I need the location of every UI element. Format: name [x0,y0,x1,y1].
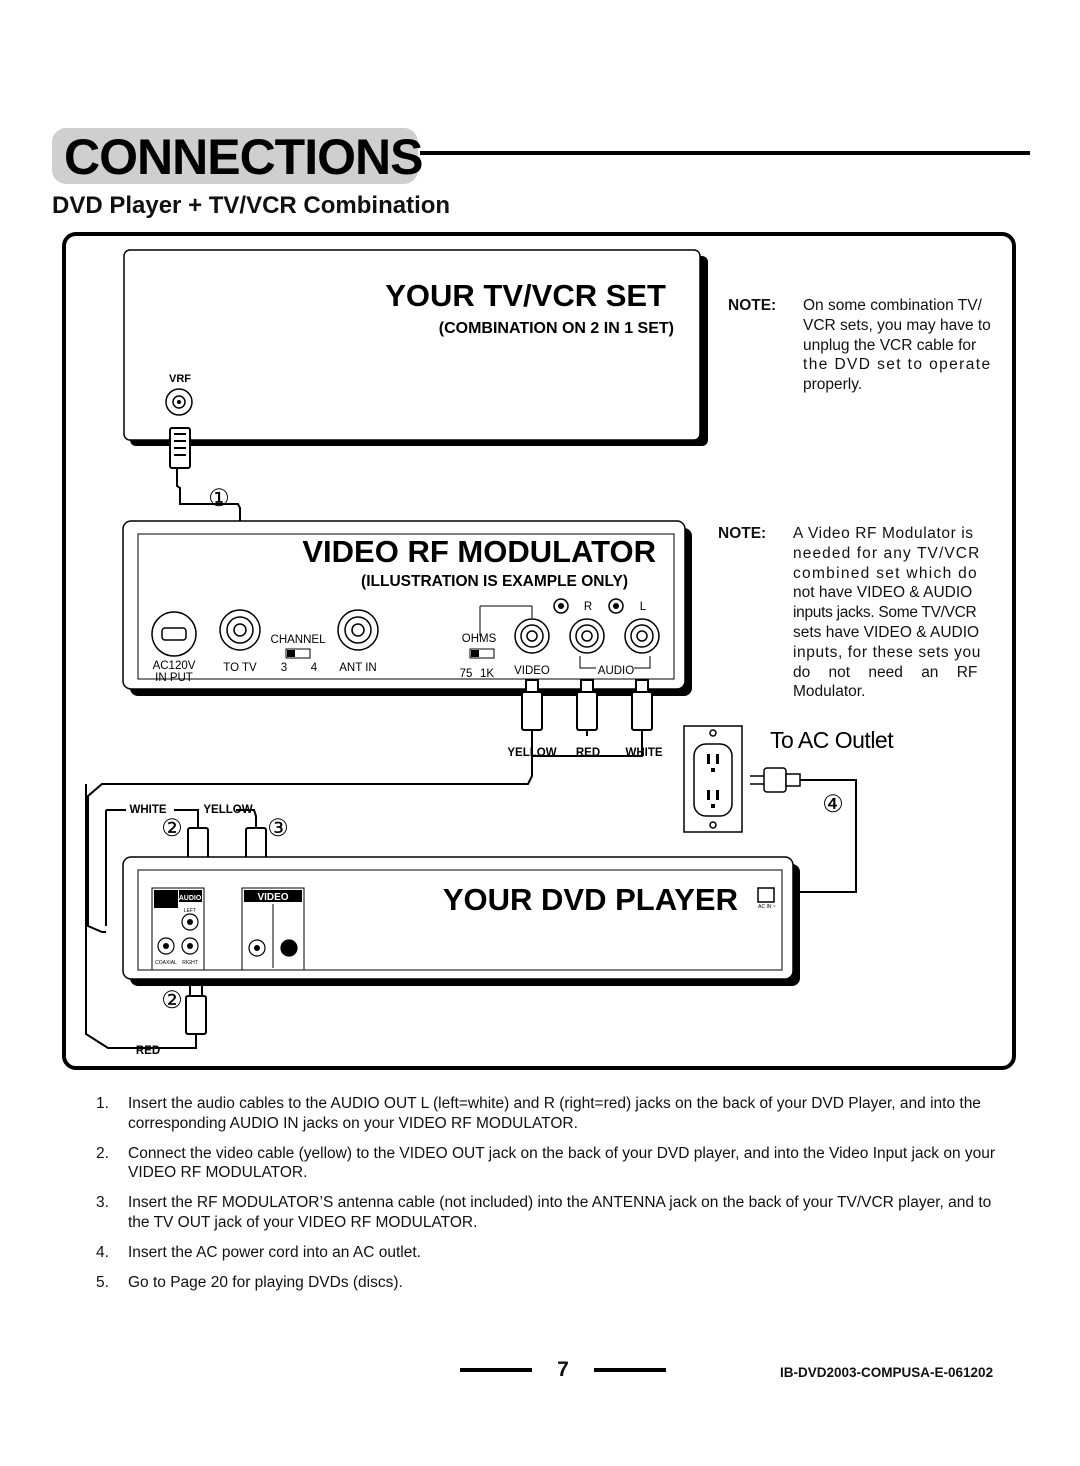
instruction-number: 4. [96,1243,109,1261]
dvd-title: YOUR DVD PLAYER [443,882,738,917]
note-2-label: NOTE: [718,525,767,542]
l-label: L [640,601,647,613]
tv-vcr-subtitle: (COMBINATION ON 2 IN 1 SET) [439,320,674,337]
dvd-left-label: LEFT [184,908,196,914]
power-plug [750,767,801,793]
step-marker-1: ① [208,485,230,512]
note-2-line-9: Modulator. [793,683,866,701]
instruction-number: 2. [96,1144,109,1162]
ac-in-label: AC IN ~ [758,904,776,910]
note-1-label: NOTE: [728,297,777,314]
step-marker-2: ② [161,815,183,842]
footer-rule-right [594,1368,666,1372]
note-2-line-7: inputs, for these sets you [793,643,981,661]
note-1-line-3: unplug the VCR cable for [803,336,977,354]
note-2-line-1: A Video RF Modulator is [793,525,974,542]
instruction-text: Go to Page 20 for playing DVDs (discs). [128,1273,403,1291]
note-tv-vcr: NOTE: On some combination TV/ VCR sets, … [728,296,1000,396]
note-2-line-2: needed for any TV/VCR [793,544,981,562]
instruction-text: Insert the AC power cord into an AC outl… [128,1243,421,1261]
note-1-line-2: VCR sets, you may have to [803,316,991,334]
ant-in-label: ANT IN [339,662,377,674]
ac-label-2: IN PUT [155,672,193,684]
instruction-number: 3. [96,1194,109,1212]
dvd-video-label: VIDEO [257,892,288,903]
ohms-label: OHMS [462,633,497,645]
note-1-line-5: properly. [803,376,863,394]
note-2-line-8: do not need an RF [793,663,978,681]
channel-4-label: 4 [311,662,318,674]
step-marker-4: ④ [822,791,844,818]
note-2-line-4: not have VIDEO & AUDIO [793,584,973,602]
note-2-line-6: sets have VIDEO & AUDIO [793,623,980,641]
instruction-text: Insert the audio cables to the AUDIO OUT… [128,1095,981,1132]
modulator-title: VIDEO RF MODULATOR [302,534,656,569]
title-rule [420,151,1030,155]
page-number: 7 [557,1358,569,1381]
cable-label-yellow-dvd: YELLOW [203,804,252,816]
note-modulator: NOTE: A Video RF Modulator is needed for… [718,524,996,704]
page-subtitle: DVD Player + TV/VCR Combination [52,192,451,219]
page-title: CONNECTIONS [64,129,423,185]
ohm-1k-label: 1K [480,668,494,680]
dvd-coaxial-label: COAXIAL [155,960,177,966]
instruction-text: Insert the RF MODULATOR’S antenna cable … [128,1194,992,1231]
channel-3-label: 3 [281,662,287,674]
av-input-jacks [514,618,660,654]
to-tv-label: TO TV [223,662,257,674]
instruction-item: 4. Insert the AC power cord into an AC o… [96,1243,996,1263]
instruction-number: 1. [96,1095,109,1112]
ohm-75-label: 75 [460,668,473,680]
ac-label-1: AC120V [153,660,196,672]
title-background [52,128,418,184]
note-2-line-3: combined set which do [793,564,978,582]
instruction-item: 2. Connect the video cable (yellow) to t… [96,1144,996,1184]
note-1-line-1: On some combination TV/ [803,297,982,314]
video-in-label: VIDEO [514,665,550,677]
diagram-drawing: YOUR TV/VCR SET (COMBINATION ON 2 IN 1 S… [85,249,895,1057]
instruction-item: 5. Go to Page 20 for playing DVDs (discs… [96,1273,996,1293]
audio-in-label: AUDIO [598,665,634,677]
footer-rule-left [460,1368,532,1372]
note-1-line-4: the DVD set to operate [803,356,992,374]
note-2-line-5: inputs jacks. Some TV/VCR [793,604,977,622]
dvd-player-box: YOUR DVD PLAYER AC IN ~ AUDIO LEFT RIGHT… [122,856,800,986]
r-label: R [584,601,592,613]
tv-vcr-box: YOUR TV/VCR SET (COMBINATION ON 2 IN 1 S… [123,249,708,446]
white-yellow-line [85,796,257,1049]
rca-plugs-top [521,679,653,757]
cable-label-white-dvd: WHITE [129,804,166,816]
instruction-item: 1. Insert the audio cables to the AUDIO … [96,1094,996,1134]
dvd-audio-label: AUDIO [179,895,202,902]
modulator-subtitle: (ILLUSTRATION IS EXAMPLE ONLY) [361,573,628,590]
step-marker-2b: ② [161,987,183,1014]
tv-vcr-title: YOUR TV/VCR SET [385,278,666,313]
cable-label-yellow: YELLOW [507,747,556,759]
instruction-item: 3. Insert the RF MODULATOR’S antenna cab… [96,1193,996,1233]
step-marker-3: ③ [267,815,289,842]
channel-label: CHANNEL [271,634,327,646]
instruction-number: 5. [96,1273,109,1291]
to-ac-outlet-label: To AC Outlet [770,727,894,753]
connection-diagram: YOUR TV/VCR SET (COMBINATION ON 2 IN 1 S… [62,232,1016,1070]
vrf-label: VRF [169,373,191,385]
modulator-box: VIDEO RF MODULATOR (ILLUSTRATION IS EXAM… [122,520,692,696]
instruction-text: Connect the video cable (yellow) to the … [128,1144,996,1182]
dvd-right-label: RIGHT [182,960,198,966]
cable-label-red: RED [576,747,600,759]
cable-label-red-dvd: RED [136,1045,160,1057]
cable-label-white: WHITE [625,747,662,759]
document-code: IB-DVD2003-COMPUSA-E-061202 [780,1365,994,1380]
instruction-list: 1. Insert the audio cables to the AUDIO … [96,1094,996,1302]
ac-outlet [683,725,743,833]
